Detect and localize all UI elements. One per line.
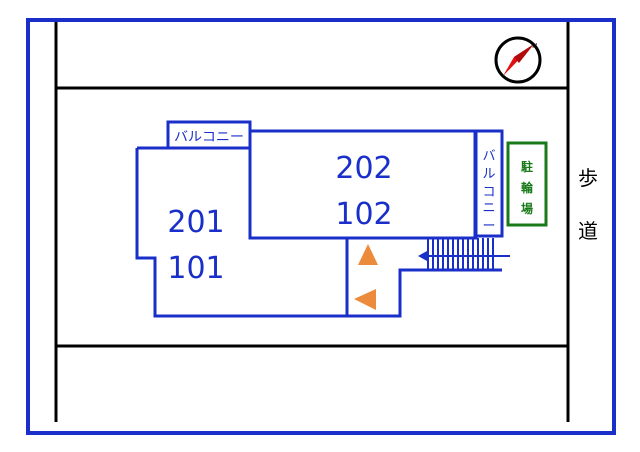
balcony-top-label: バルコニー	[174, 130, 244, 145]
outer-frame	[26, 18, 616, 435]
sidewalk-char: 道	[578, 219, 598, 243]
entrance-arrow-up-icon	[358, 244, 378, 265]
stair-arrow-icon	[418, 251, 427, 261]
sidewalk-char: 歩	[578, 166, 598, 190]
compass-icon: N	[494, 36, 542, 84]
unit-201: 201	[167, 205, 224, 240]
bicycle-parking-box	[506, 141, 548, 227]
unit-202: 202	[335, 151, 392, 186]
balcony-top-outline	[166, 120, 252, 150]
sidewalk-label: 歩 道	[578, 166, 598, 243]
bicycle-parking-label: 駐 輪 場	[521, 159, 534, 216]
unit-102: 102	[335, 197, 392, 232]
balcony-side-outline	[473, 129, 504, 238]
compass-north-label: N	[532, 42, 537, 50]
balcony-side-char: ル	[482, 167, 495, 182]
balcony-side-char: ニ	[482, 201, 495, 216]
balcony-side-char: バ	[482, 149, 495, 164]
unit-101: 101	[167, 251, 224, 286]
road-lines	[54, 22, 570, 422]
bicycle-parking-char: 駐	[521, 159, 533, 174]
bicycle-parking-char: 場	[521, 201, 533, 216]
bicycle-parking-char: 輪	[521, 180, 534, 195]
balcony-side-label: バ ル コ ニ ー	[482, 149, 495, 234]
balcony-side-char: コ	[482, 185, 495, 200]
balcony-side-char: ー	[482, 219, 495, 234]
entrance-arrow-left-icon	[354, 289, 376, 310]
staircase	[418, 238, 510, 270]
